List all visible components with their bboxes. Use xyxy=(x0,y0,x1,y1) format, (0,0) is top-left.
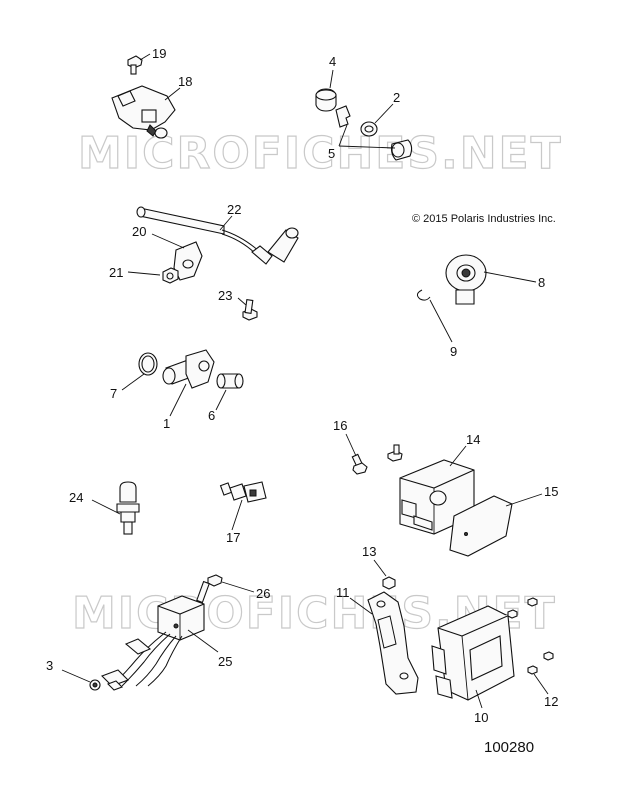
callout-25: 25 xyxy=(218,654,232,669)
part-21-bolt xyxy=(162,267,179,284)
copyright-notice: © 2015 Polaris Industries Inc. xyxy=(412,213,556,225)
part-20-bracket xyxy=(173,241,203,281)
part-13-nut xyxy=(382,576,396,590)
callout-26: 26 xyxy=(256,586,270,601)
part-26-bolt xyxy=(196,574,223,604)
part-19-screw xyxy=(127,55,143,75)
callout-5: 5 xyxy=(328,146,335,161)
callout-24: 24 xyxy=(69,490,83,505)
callout-14: 14 xyxy=(466,432,480,447)
part-11-mounting-bracket xyxy=(367,591,419,695)
callout-4: 4 xyxy=(329,54,336,69)
callout-20: 20 xyxy=(132,224,146,239)
part-16-screw xyxy=(351,453,368,475)
part-12-screws xyxy=(507,597,554,675)
callout-16: 16 xyxy=(333,418,347,433)
part-23-bolt xyxy=(242,299,258,321)
part-24-pressure-switch xyxy=(116,481,140,535)
part-9-clip xyxy=(416,289,431,301)
part-8-knock-sensor xyxy=(445,254,487,305)
callout-12: 12 xyxy=(544,694,558,709)
part-7-o-ring xyxy=(138,352,158,376)
part-1-cam-sensor xyxy=(162,349,215,389)
callout-23: 23 xyxy=(218,288,232,303)
part-4-cap xyxy=(315,88,337,112)
callout-15: 15 xyxy=(544,484,558,499)
callout-19: 19 xyxy=(152,46,166,61)
watermark-top: MICROFICHES.NET xyxy=(78,128,563,179)
part-15-gasket xyxy=(449,495,513,557)
part-10-ecu xyxy=(431,605,515,701)
callout-22: 22 xyxy=(227,202,241,217)
part-2-seal-ring xyxy=(360,121,378,137)
callout-13: 13 xyxy=(362,544,376,559)
callout-6: 6 xyxy=(208,408,215,423)
callout-18: 18 xyxy=(178,74,192,89)
document-number: 100280 xyxy=(484,739,534,756)
part-5-sensor-assembly xyxy=(335,105,413,161)
part-3-fastener xyxy=(89,679,101,691)
part-18-map-sensor xyxy=(111,85,176,139)
callout-17: 17 xyxy=(226,530,240,545)
callout-1: 1 xyxy=(163,416,170,431)
part-6-sleeve xyxy=(216,373,244,389)
callout-21: 21 xyxy=(109,265,123,280)
callout-9: 9 xyxy=(450,344,457,359)
callout-11: 11 xyxy=(336,585,350,600)
callout-2: 2 xyxy=(393,90,400,105)
callout-3: 3 xyxy=(46,658,53,673)
part-22-speed-sensor-cable xyxy=(136,206,299,265)
callout-7: 7 xyxy=(110,386,117,401)
callout-8: 8 xyxy=(538,275,545,290)
part-17-temp-sensor xyxy=(219,481,267,503)
part-14-screw xyxy=(387,444,403,462)
callout-10: 10 xyxy=(474,710,488,725)
part-25-relay-module-harness xyxy=(101,595,205,691)
